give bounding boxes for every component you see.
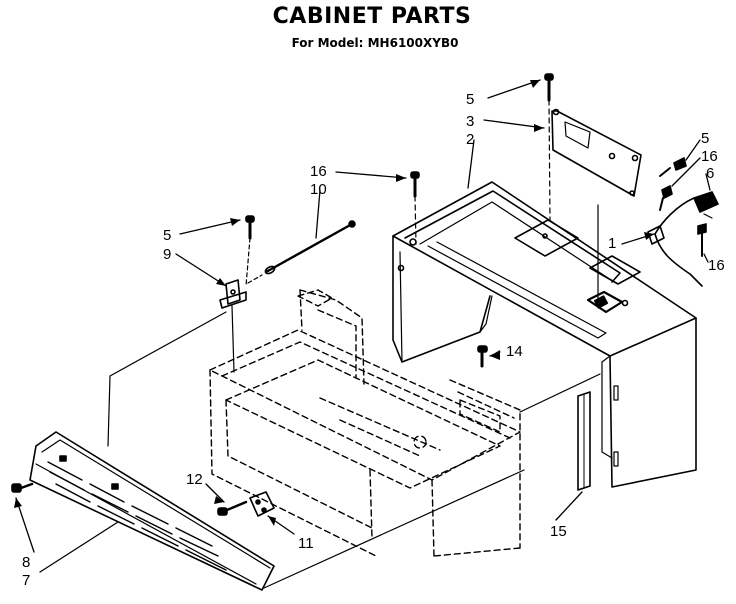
screw-16-right-top	[659, 185, 673, 211]
callout-9: 9	[163, 246, 171, 263]
control-panel	[29, 431, 275, 591]
callout-11: 11	[298, 535, 314, 552]
callout-5-right: 5	[701, 130, 709, 147]
page-title: CABINET PARTS	[272, 4, 472, 29]
callout-16-right-bottom: 16	[708, 257, 725, 274]
callout-6: 6	[706, 165, 714, 182]
latch-bracket	[219, 279, 247, 373]
screw-12	[217, 500, 248, 516]
callout-5-top: 5	[466, 91, 474, 108]
callout-8: 8	[22, 554, 30, 571]
model-subtitle: For Model: MH6100XYB0	[291, 36, 459, 50]
callout-1: 1	[608, 235, 616, 252]
cabinet-shell	[392, 181, 697, 488]
callout-15: 15	[550, 523, 567, 540]
callout-16-center: 16	[310, 163, 327, 180]
callout-5-left: 5	[163, 227, 171, 244]
screw-8	[11, 482, 34, 493]
construction-lines	[107, 311, 601, 589]
screw-14	[477, 345, 488, 368]
callout-16-right-top: 16	[701, 148, 718, 165]
leader-lines	[15, 79, 711, 573]
callout-3: 3	[466, 113, 474, 130]
callout-10: 10	[310, 181, 327, 198]
leader-arrowheads	[14, 80, 654, 526]
screw-5-right	[659, 157, 687, 177]
screw-16-center	[410, 171, 420, 245]
callout-12: 12	[186, 471, 203, 488]
bracket-plate	[548, 99, 642, 305]
power-cord	[647, 191, 719, 287]
support-rod	[247, 220, 356, 284]
callout-14: 14	[506, 343, 523, 360]
screw-16-right-bottom	[697, 223, 707, 257]
screw-5-left	[245, 215, 255, 287]
screw-5-top	[544, 73, 554, 102]
part-callouts: 5 3 2 5 16 6 1 16 16 10 5 9 12 11 14 15 …	[22, 91, 725, 589]
trim-strip	[577, 391, 591, 491]
callout-2: 2	[466, 131, 474, 148]
callout-7: 7	[22, 572, 30, 589]
inner-frame	[209, 289, 521, 557]
switch-assembly	[249, 491, 275, 517]
